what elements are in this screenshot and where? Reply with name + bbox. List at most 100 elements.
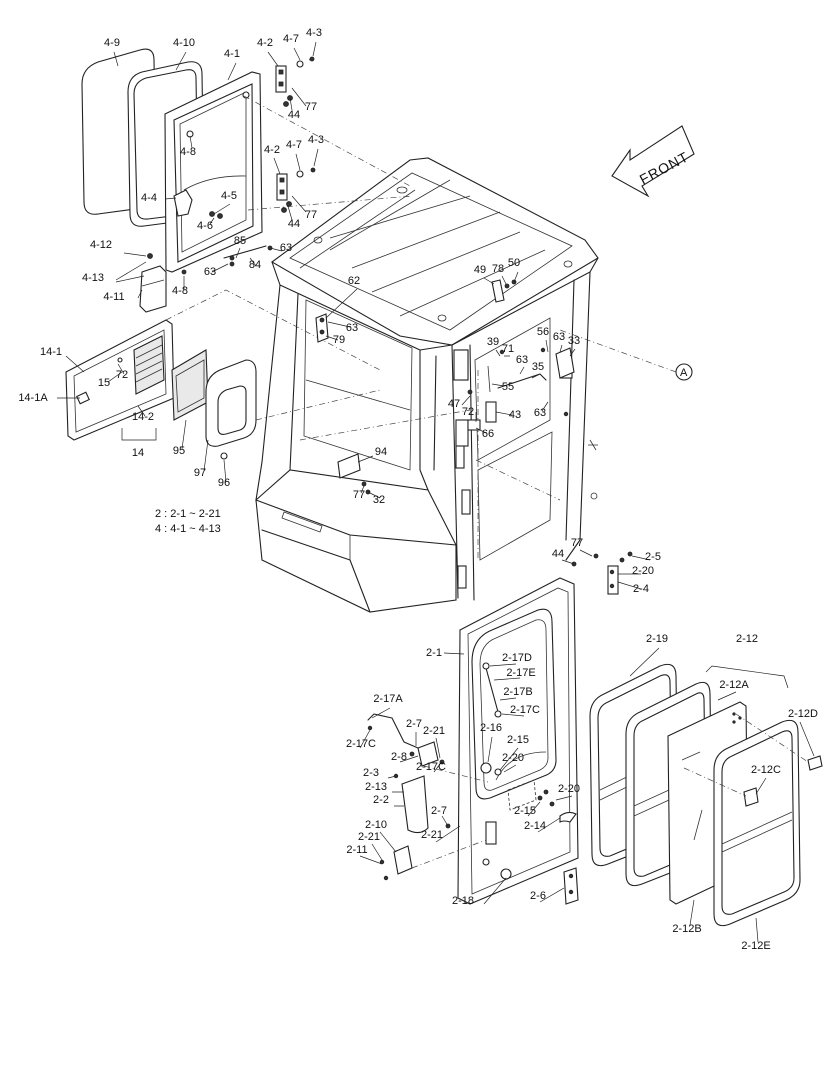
callout-4-13: 4-13 [82, 272, 104, 284]
callout-14-2: 14-2 [132, 411, 154, 423]
callout-2-14: 2-14 [524, 820, 546, 832]
callout-44: 44 [552, 548, 564, 560]
callout-2-15: 2-15 [507, 734, 529, 746]
callout-96: 96 [218, 477, 230, 489]
callout-2-20: 2-20 [558, 783, 580, 795]
callout-4-9: 4-9 [104, 37, 120, 49]
callout-2-17E: 2-17E [506, 667, 535, 679]
callout-50: 50 [508, 257, 520, 269]
callout-77: 77 [571, 537, 583, 549]
callout-33: 33 [568, 335, 580, 347]
callout-2-12: 2-12 [736, 633, 758, 645]
callout-78: 78 [492, 263, 504, 275]
callout-2-4: 2-4 [633, 583, 649, 595]
callout-97: 97 [194, 467, 206, 479]
callout-2-12B: 2-12B [672, 923, 701, 935]
callout-2-1: 2-1 [426, 647, 442, 659]
callout-4-4: 4-4 [141, 192, 157, 204]
callout-2-8: 2-8 [391, 751, 407, 763]
callout-2-17C: 2-17C [346, 738, 376, 750]
callout-4-8: 4-8 [180, 146, 196, 158]
callout-79: 79 [333, 334, 345, 346]
callout-2-18: 2-18 [452, 895, 474, 907]
callout-2-16: 2-16 [480, 722, 502, 734]
note-line-1: 2 : 2-1 ~ 2-21 [155, 508, 221, 520]
filter-assembly [65, 289, 381, 460]
callout-85: 85 [234, 235, 246, 247]
callout-71: 71 [502, 343, 514, 355]
notes: 2 : 2-1 ~ 2-21 4 : 4-1 ~ 4-13 [155, 508, 221, 535]
callout-2-2: 2-2 [373, 794, 389, 806]
callout-2-17C: 2-17C [510, 704, 540, 716]
callout-2-5: 2-5 [645, 551, 661, 563]
callout-2-17B: 2-17B [503, 686, 532, 698]
callout-4-3: 4-3 [308, 134, 324, 146]
callout-35: 35 [532, 361, 544, 373]
callout-63: 63 [553, 331, 565, 343]
callout-95: 95 [173, 445, 185, 457]
callout-2-12D: 2-12D [788, 708, 818, 720]
callout-2-17C: 2-17C [416, 761, 446, 773]
callout-4-7: 4-7 [283, 33, 299, 45]
callout-2-12A: 2-12A [719, 679, 749, 691]
callout-94: 94 [375, 446, 387, 458]
callout-47: 47 [448, 398, 460, 410]
callout-4-3: 4-3 [306, 27, 322, 39]
front-window-assembly [81, 48, 413, 313]
callout-2-20: 2-20 [502, 752, 524, 764]
callout-4-2: 4-2 [264, 144, 280, 156]
callout-43: 43 [509, 409, 521, 421]
callout-72: 72 [116, 369, 128, 381]
callout-63: 63 [280, 242, 292, 254]
callout-2-15: 2-15 [514, 805, 536, 817]
front-direction-arrow: FRONT [611, 125, 695, 198]
callout-2-21: 2-21 [423, 725, 445, 737]
rear-hardware [315, 279, 575, 495]
callout-49: 49 [474, 264, 486, 276]
callout-63: 63 [516, 354, 528, 366]
callout-44: 44 [288, 218, 300, 230]
callout-2-7: 2-7 [406, 718, 422, 730]
callout-2-17A: 2-17A [373, 693, 403, 705]
view-marker-a-label: A [680, 367, 688, 379]
callout-15: 15 [98, 377, 110, 389]
callout-2-6: 2-6 [530, 890, 546, 902]
callout-4-1: 4-1 [224, 48, 240, 60]
callout-66: 66 [482, 428, 494, 440]
callout-2-11: 2-11 [346, 844, 367, 856]
cab-body [255, 157, 599, 613]
callout-14-1A: 14-1A [18, 392, 48, 404]
note-line-2: 4 : 4-1 ~ 4-13 [155, 523, 221, 535]
callout-4-8: 4-8 [172, 285, 188, 297]
callout-32: 32 [373, 494, 385, 506]
callout-62: 62 [348, 275, 360, 287]
callout-2-7: 2-7 [431, 805, 447, 817]
leader-lines [57, 41, 815, 943]
callout-14: 14 [132, 447, 144, 459]
callout-56: 56 [537, 326, 549, 338]
callout-2-3: 2-3 [363, 767, 379, 779]
callout-63: 63 [534, 407, 546, 419]
sliding-window-assembly [589, 663, 823, 927]
callout-72: 72 [462, 406, 474, 418]
callout-2-12C: 2-12C [751, 764, 781, 776]
callout-77: 77 [353, 489, 365, 501]
callout-2-10: 2-10 [365, 819, 387, 831]
callout-77: 77 [305, 101, 317, 113]
callout-14-1: 14-1 [40, 346, 62, 358]
callout-2-13: 2-13 [365, 781, 387, 793]
callout-39: 39 [487, 336, 499, 348]
callout-4-7: 4-7 [286, 139, 302, 151]
callout-2-20: 2-20 [632, 565, 654, 577]
callout-4-11: 4-11 [103, 291, 124, 303]
callout-63: 63 [204, 266, 216, 278]
door-assembly [457, 551, 633, 905]
callout-4-2: 4-2 [257, 37, 273, 49]
callout-4-6: 4-6 [197, 220, 213, 232]
callout-44: 44 [288, 109, 300, 121]
callout-2-12E: 2-12E [741, 940, 770, 952]
callout-4-5: 4-5 [221, 190, 237, 202]
callout-63: 63 [346, 322, 358, 334]
